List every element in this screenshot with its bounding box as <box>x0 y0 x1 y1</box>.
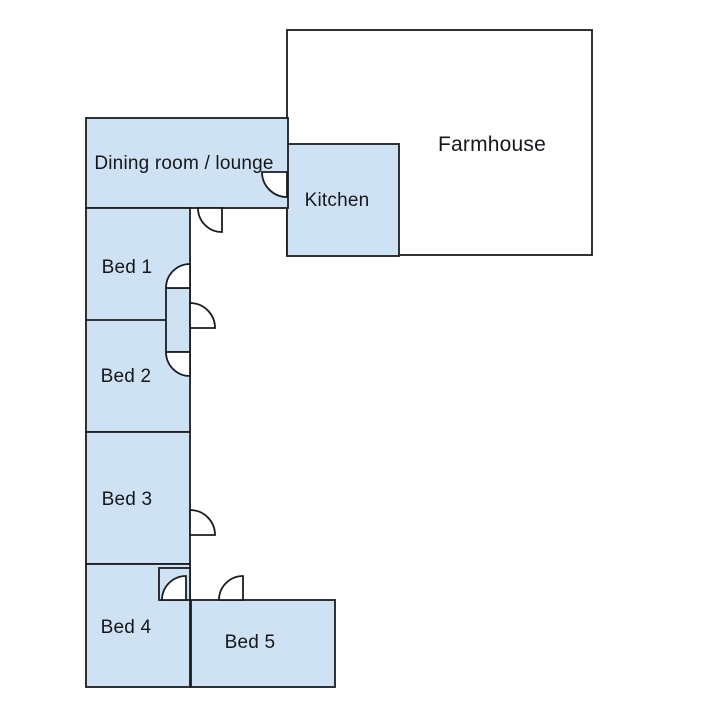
room-label-bed5: Bed 5 <box>224 632 276 653</box>
door-arc-dining-to-kitchen-icon <box>261 171 288 198</box>
room-label-bed2: Bed 2 <box>100 366 152 387</box>
door-arc-vestibule-to-bed2-icon <box>165 351 191 377</box>
door-arc-vestibule-to-bed1-icon <box>165 263 191 289</box>
room-bed5 <box>190 599 336 688</box>
room-label-bed4: Bed 4 <box>100 617 152 638</box>
door-arc-bed4-closet-icon <box>161 575 187 601</box>
room-label-dining: Dining room / lounge <box>94 153 274 174</box>
door-arc-bed5-icon <box>218 575 244 601</box>
room-label-bed1: Bed 1 <box>101 257 153 278</box>
door-arc-bed3-icon <box>189 509 216 536</box>
room-label-kitchen: Kitchen <box>304 190 370 211</box>
door-arc-vestibule-exterior-icon <box>189 302 216 329</box>
room-kitchen <box>286 143 400 257</box>
room-label-bed3: Bed 3 <box>101 489 153 510</box>
door-arc-dining-to-corridor-icon <box>197 207 223 233</box>
vestibule <box>165 287 191 353</box>
room-label-farmhouse: Farmhouse <box>437 133 547 156</box>
room-dining <box>85 117 289 209</box>
